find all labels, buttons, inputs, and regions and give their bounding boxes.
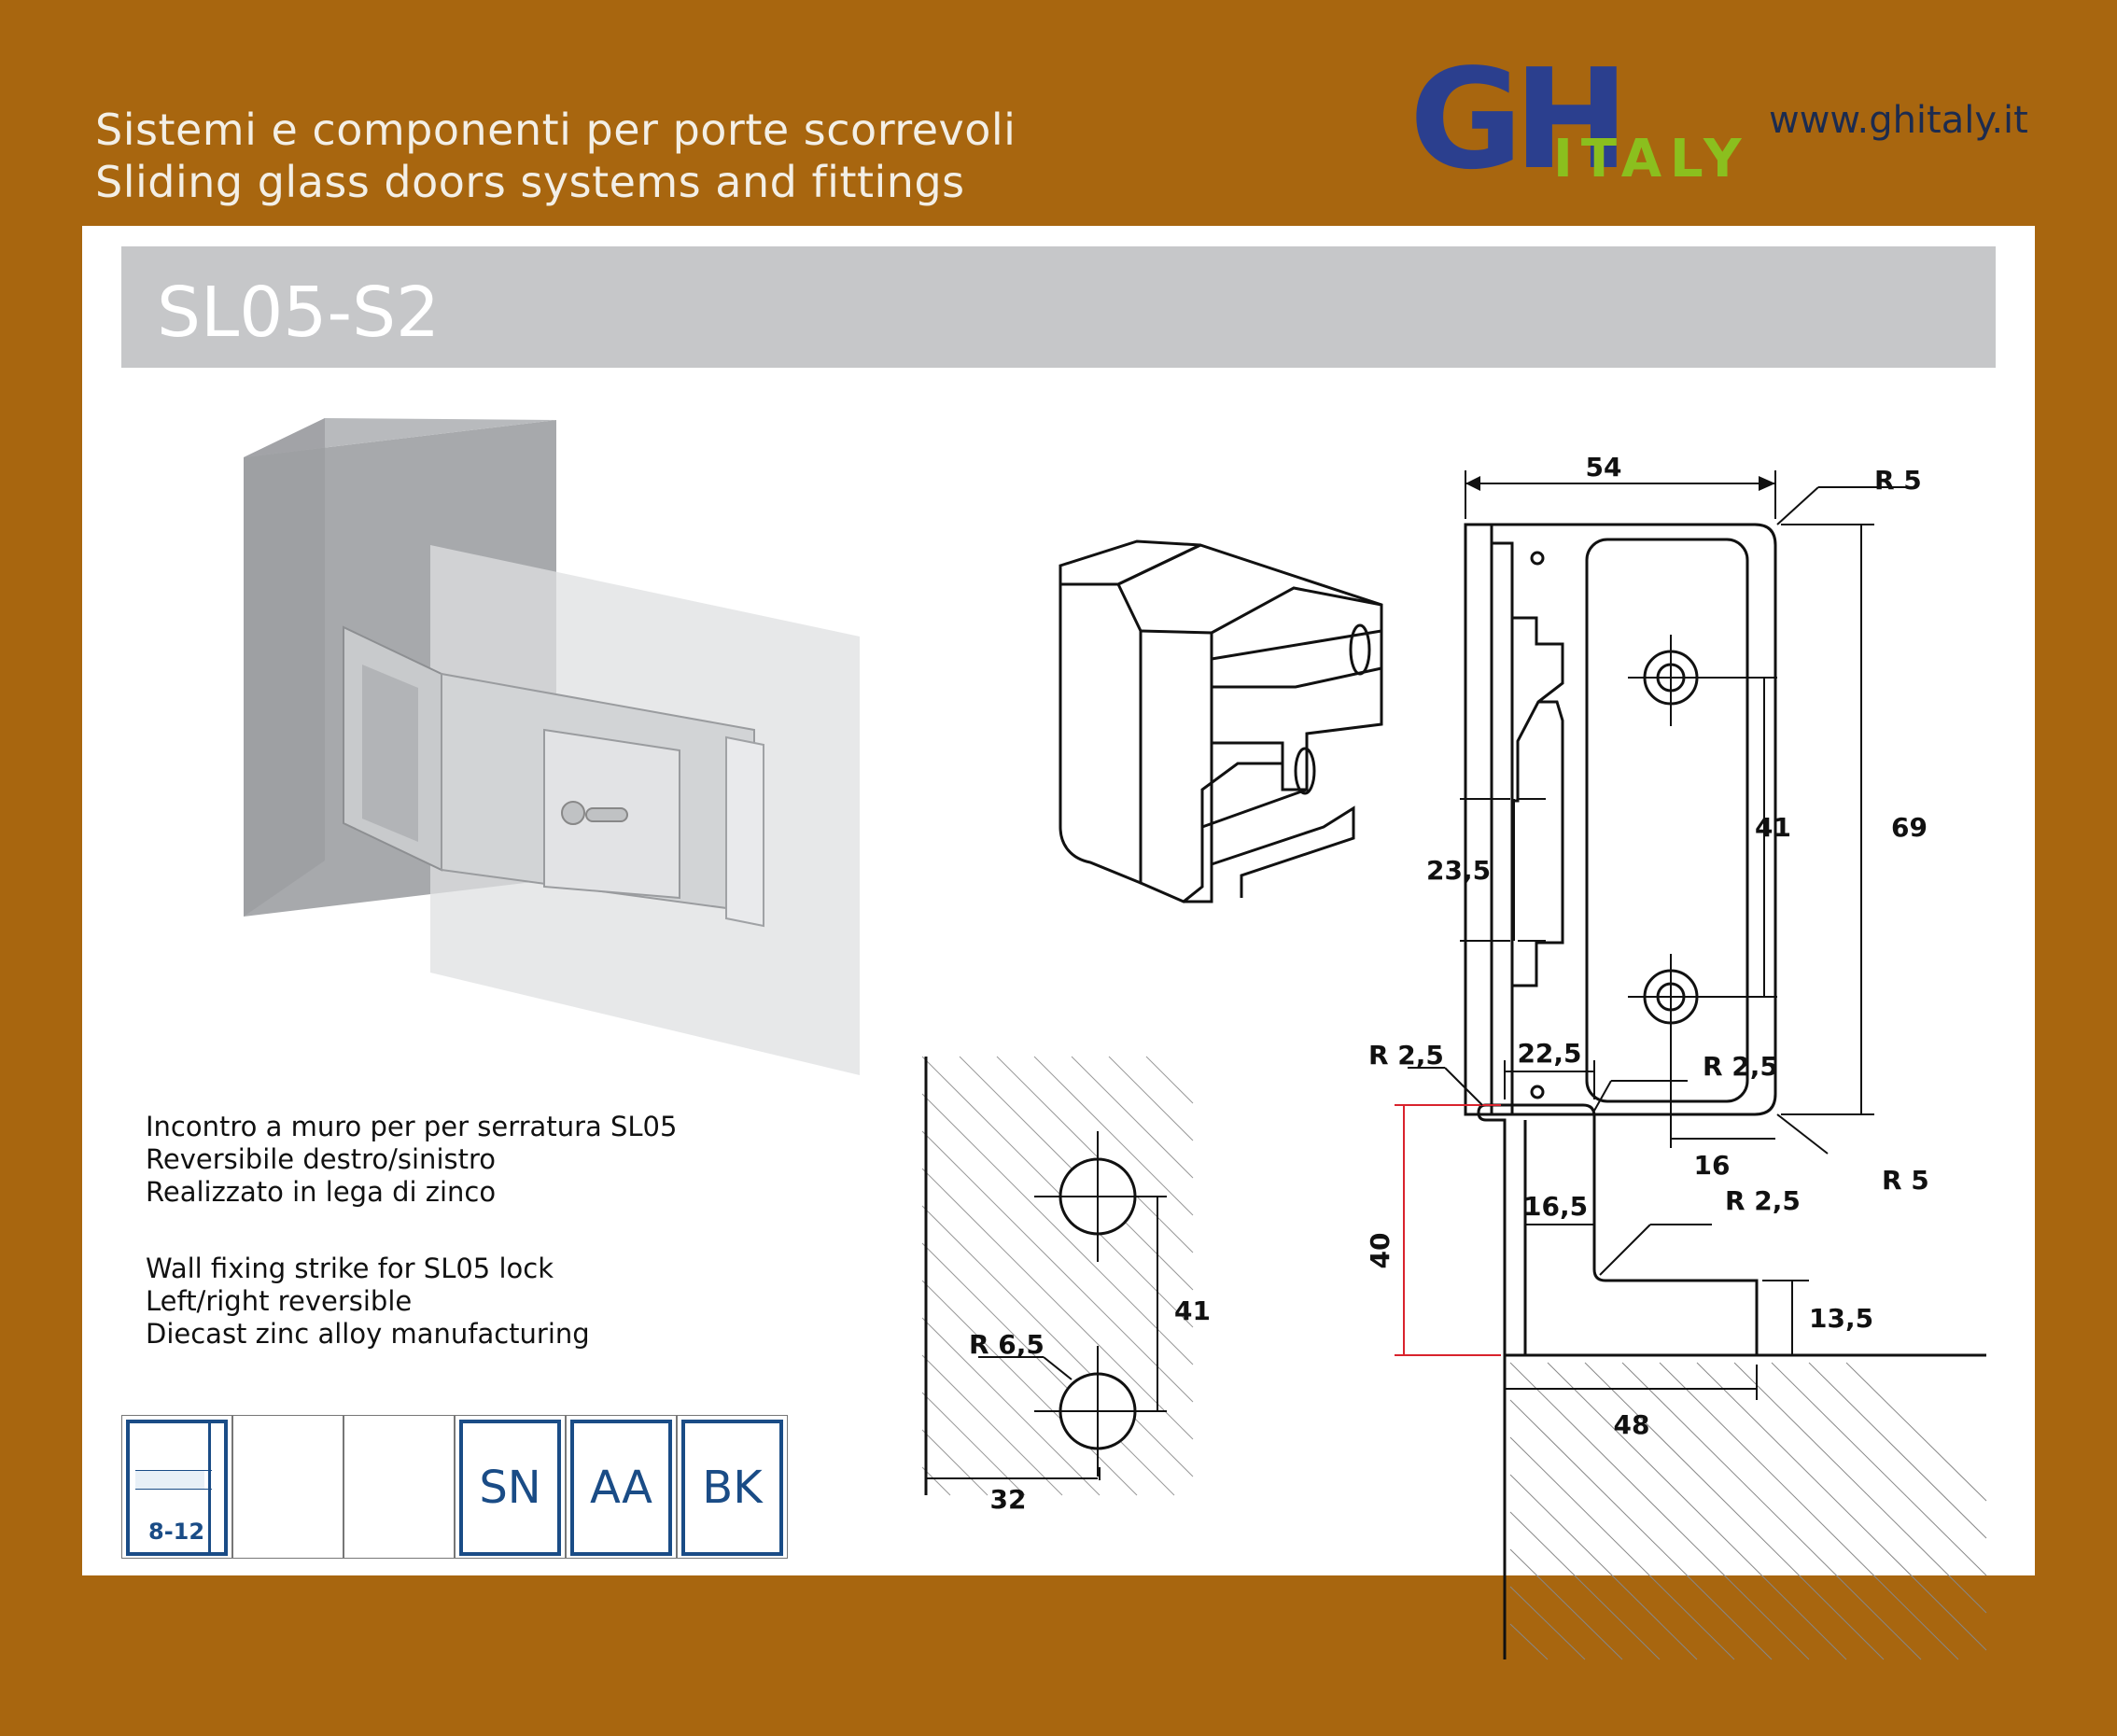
wall-block-side [244, 418, 325, 917]
dim-foot: 13,5 [1809, 1303, 1873, 1334]
product-sheet: SL05-S2 [82, 226, 2035, 1660]
strike-line-drawing [1058, 539, 1383, 903]
dim-edge: 32 [990, 1484, 1027, 1515]
dim-wall-spacing: 41 [1174, 1295, 1211, 1326]
slot-outline [1585, 538, 1749, 1103]
dim-side-height: 40 [1365, 1233, 1395, 1269]
dim-radius-3: R 2,5 [1725, 1185, 1801, 1216]
description-line: Left/right reversible [146, 1285, 413, 1317]
empty-cell [232, 1415, 343, 1559]
dim-radius-1: R 2,5 [1368, 1040, 1444, 1071]
description-line: Wall fixing strike for SL05 lock [146, 1253, 554, 1284]
description-english: Wall fixing strike for SL05 lock Left/ri… [146, 1253, 590, 1351]
dim-inner: 16,5 [1523, 1191, 1588, 1222]
dim-hole-radius: R 6,5 [969, 1329, 1044, 1360]
lock-cylinder [561, 801, 585, 825]
description-line: Diecast zinc alloy manufacturing [146, 1318, 590, 1350]
finish-cell: BK [677, 1415, 788, 1559]
lock-end-cap [725, 735, 764, 928]
finish-badge-aa: AA [570, 1420, 672, 1556]
dim-offset: 23,5 [1426, 855, 1491, 886]
dim-radius-top: R 5 [1874, 465, 1922, 496]
finish-badge-sn: SN [459, 1420, 561, 1556]
dim-hole-x: 16 [1694, 1150, 1731, 1181]
glass-thickness-label: 8-12 [148, 1519, 205, 1545]
finish-cell: SN [455, 1415, 566, 1559]
dim-height: 69 [1891, 812, 1928, 843]
description-line: Incontro a muro per per serratura SL05 [146, 1111, 678, 1142]
dim-hole-spacing: 41 [1755, 812, 1791, 843]
strike-jaw [362, 665, 418, 842]
description-line: Reversibile destro/sinistro [146, 1143, 497, 1175]
product-render [244, 418, 860, 1075]
empty-cell [343, 1415, 455, 1559]
dim-width: 54 [1586, 452, 1622, 483]
finish-badge-bk: BK [681, 1420, 783, 1556]
dim-base: 48 [1614, 1409, 1650, 1440]
options-row: 8-12 SN AA BK [121, 1415, 788, 1559]
header-line-english: Sliding glass doors systems and fittings [95, 157, 965, 207]
description-line: Realizzato in lega di zinco [146, 1176, 497, 1208]
wall-upper-hole: 41 [1034, 1131, 1211, 1412]
lock-keyhole [585, 807, 628, 822]
glass-thickness-icon: 8-12 [126, 1420, 228, 1556]
title-bar: SL05-S2 [121, 246, 1996, 368]
product-code: SL05-S2 [157, 273, 441, 353]
wall-drilling-drawing: 32 R 6,5 [921, 1056, 1194, 1515]
dim-radius-2: R 2,5 [1703, 1051, 1778, 1082]
strike-outline [1464, 523, 1777, 1116]
front-view-drawing: 54 R 5 69 41 23,5 16 R 5 [1426, 452, 1929, 1196]
description-italian: Incontro a muro per per serratura SL05 R… [146, 1111, 677, 1209]
header-line-italian: Sistemi e componenti per porte scorrevol… [95, 105, 1016, 155]
side-profile-drawing: 22,5 40 16,5 13,5 48 R 2,5 R 2,5 R 2,5 [1365, 1038, 1987, 1660]
website-link[interactable]: www.ghitaly.it [1769, 99, 2028, 142]
dim-radius-bottom: R 5 [1882, 1165, 1929, 1196]
finish-cell: AA [566, 1415, 677, 1559]
dim-top: 22,5 [1517, 1038, 1581, 1069]
glass-thickness-cell: 8-12 [121, 1415, 232, 1559]
gh-italy-logo: GH ITALY [1409, 39, 1750, 200]
